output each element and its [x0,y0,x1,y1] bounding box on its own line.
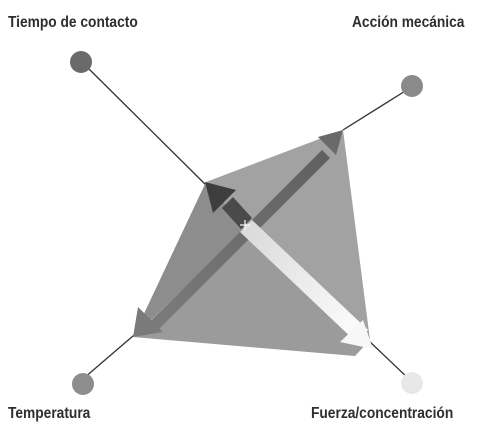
label-accion-mecanica: Acción mecánica [352,14,465,31]
arrow-temperatura-accion [133,130,343,337]
gray-circle-icon [401,75,423,97]
gray-circle-icon [72,373,94,395]
leader-line-top-right [342,87,411,131]
label-tiempo-de-contacto: Tiempo de contacto [8,14,138,31]
tetrahedron-face-left [133,182,247,337]
tetrahedron-face-right [206,130,370,340]
label-fuerza-concentracion: Fuerza/concentración [311,405,454,422]
leader-line-bottom-left [83,329,141,379]
leader-line-top-left [87,67,215,194]
leader-line-bottom-right [367,339,411,381]
label-temperatura: Temperatura [8,405,91,422]
tetrahedron-face-bottom [133,228,370,356]
arrow-fuerza [240,220,373,349]
dark-gray-circle-icon [70,51,92,73]
center-marker [240,220,250,230]
light-gray-circle-icon [401,372,423,394]
